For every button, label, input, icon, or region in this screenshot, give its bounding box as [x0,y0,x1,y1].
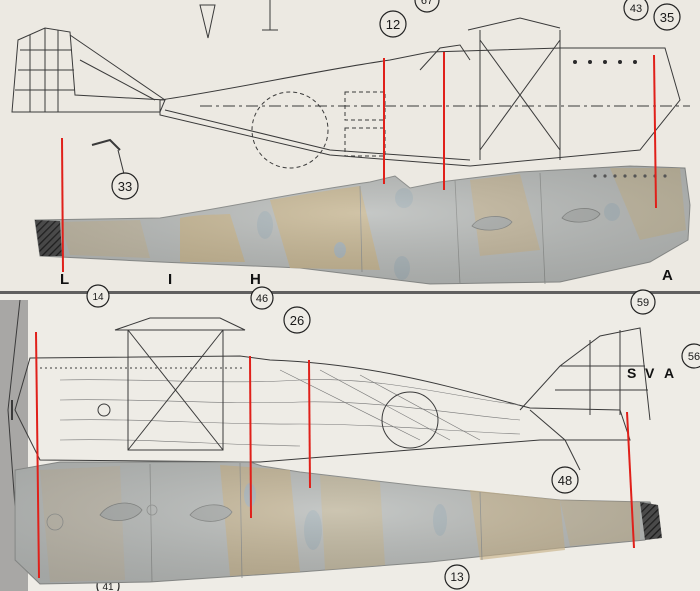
station-letter-i: I [168,271,172,288]
svg-text:48: 48 [558,473,572,488]
bottom-plan-drawing [7,299,651,521]
callout-46: 46 [250,286,274,310]
svg-text:13: 13 [450,570,464,584]
svg-text:V: V [645,365,655,381]
callout-56: 56 [681,343,700,369]
callout-13: 13 [444,564,470,590]
callout-33: 33 [111,172,139,200]
station-letter-a: A [662,267,673,284]
panel-divider [0,291,700,294]
svg-text:59: 59 [637,297,649,309]
svg-text:14: 14 [92,292,104,303]
top-fuselage-half [34,165,691,285]
callout-26: 26 [283,306,311,334]
tail-marking-sva: S V A [627,365,674,381]
top-panel: 67 12 43 35 33 [0,0,700,291]
svg-text:43: 43 [630,3,642,15]
station-letter-h: H [250,271,261,288]
svg-text:S: S [627,365,636,381]
svg-text:35: 35 [660,10,674,25]
svg-text:41: 41 [102,582,114,591]
callout-35: 35 [653,3,681,31]
callout-43: 43 [623,0,649,21]
station-letter-l: L [60,271,69,288]
svg-text:A: A [664,365,674,381]
bottom-callouts: 59 56 46 26 48 13 [86,284,700,591]
svg-text:26: 26 [290,313,304,328]
top-red-alignment-lines [61,52,657,273]
svg-text:12: 12 [386,17,400,32]
callout-14: 14 [86,284,110,308]
bottom-red-alignment-lines [35,331,635,579]
svg-text:56: 56 [688,351,700,363]
station-letters: L I H A [60,267,673,288]
callout-48: 48 [551,466,579,494]
bottom-fuselage-half [14,461,662,585]
svg-text:33: 33 [118,179,132,194]
top-callouts: 67 12 43 35 33 [111,0,681,200]
callout-67: 67 [414,0,440,13]
svg-text:67: 67 [421,0,433,7]
top-plan-drawing [11,0,690,179]
callout-12: 12 [379,10,407,38]
bottom-panel: S V A 59 56 46 26 48 [0,284,700,591]
svg-text:46: 46 [256,293,268,305]
callout-59: 59 [630,289,656,315]
